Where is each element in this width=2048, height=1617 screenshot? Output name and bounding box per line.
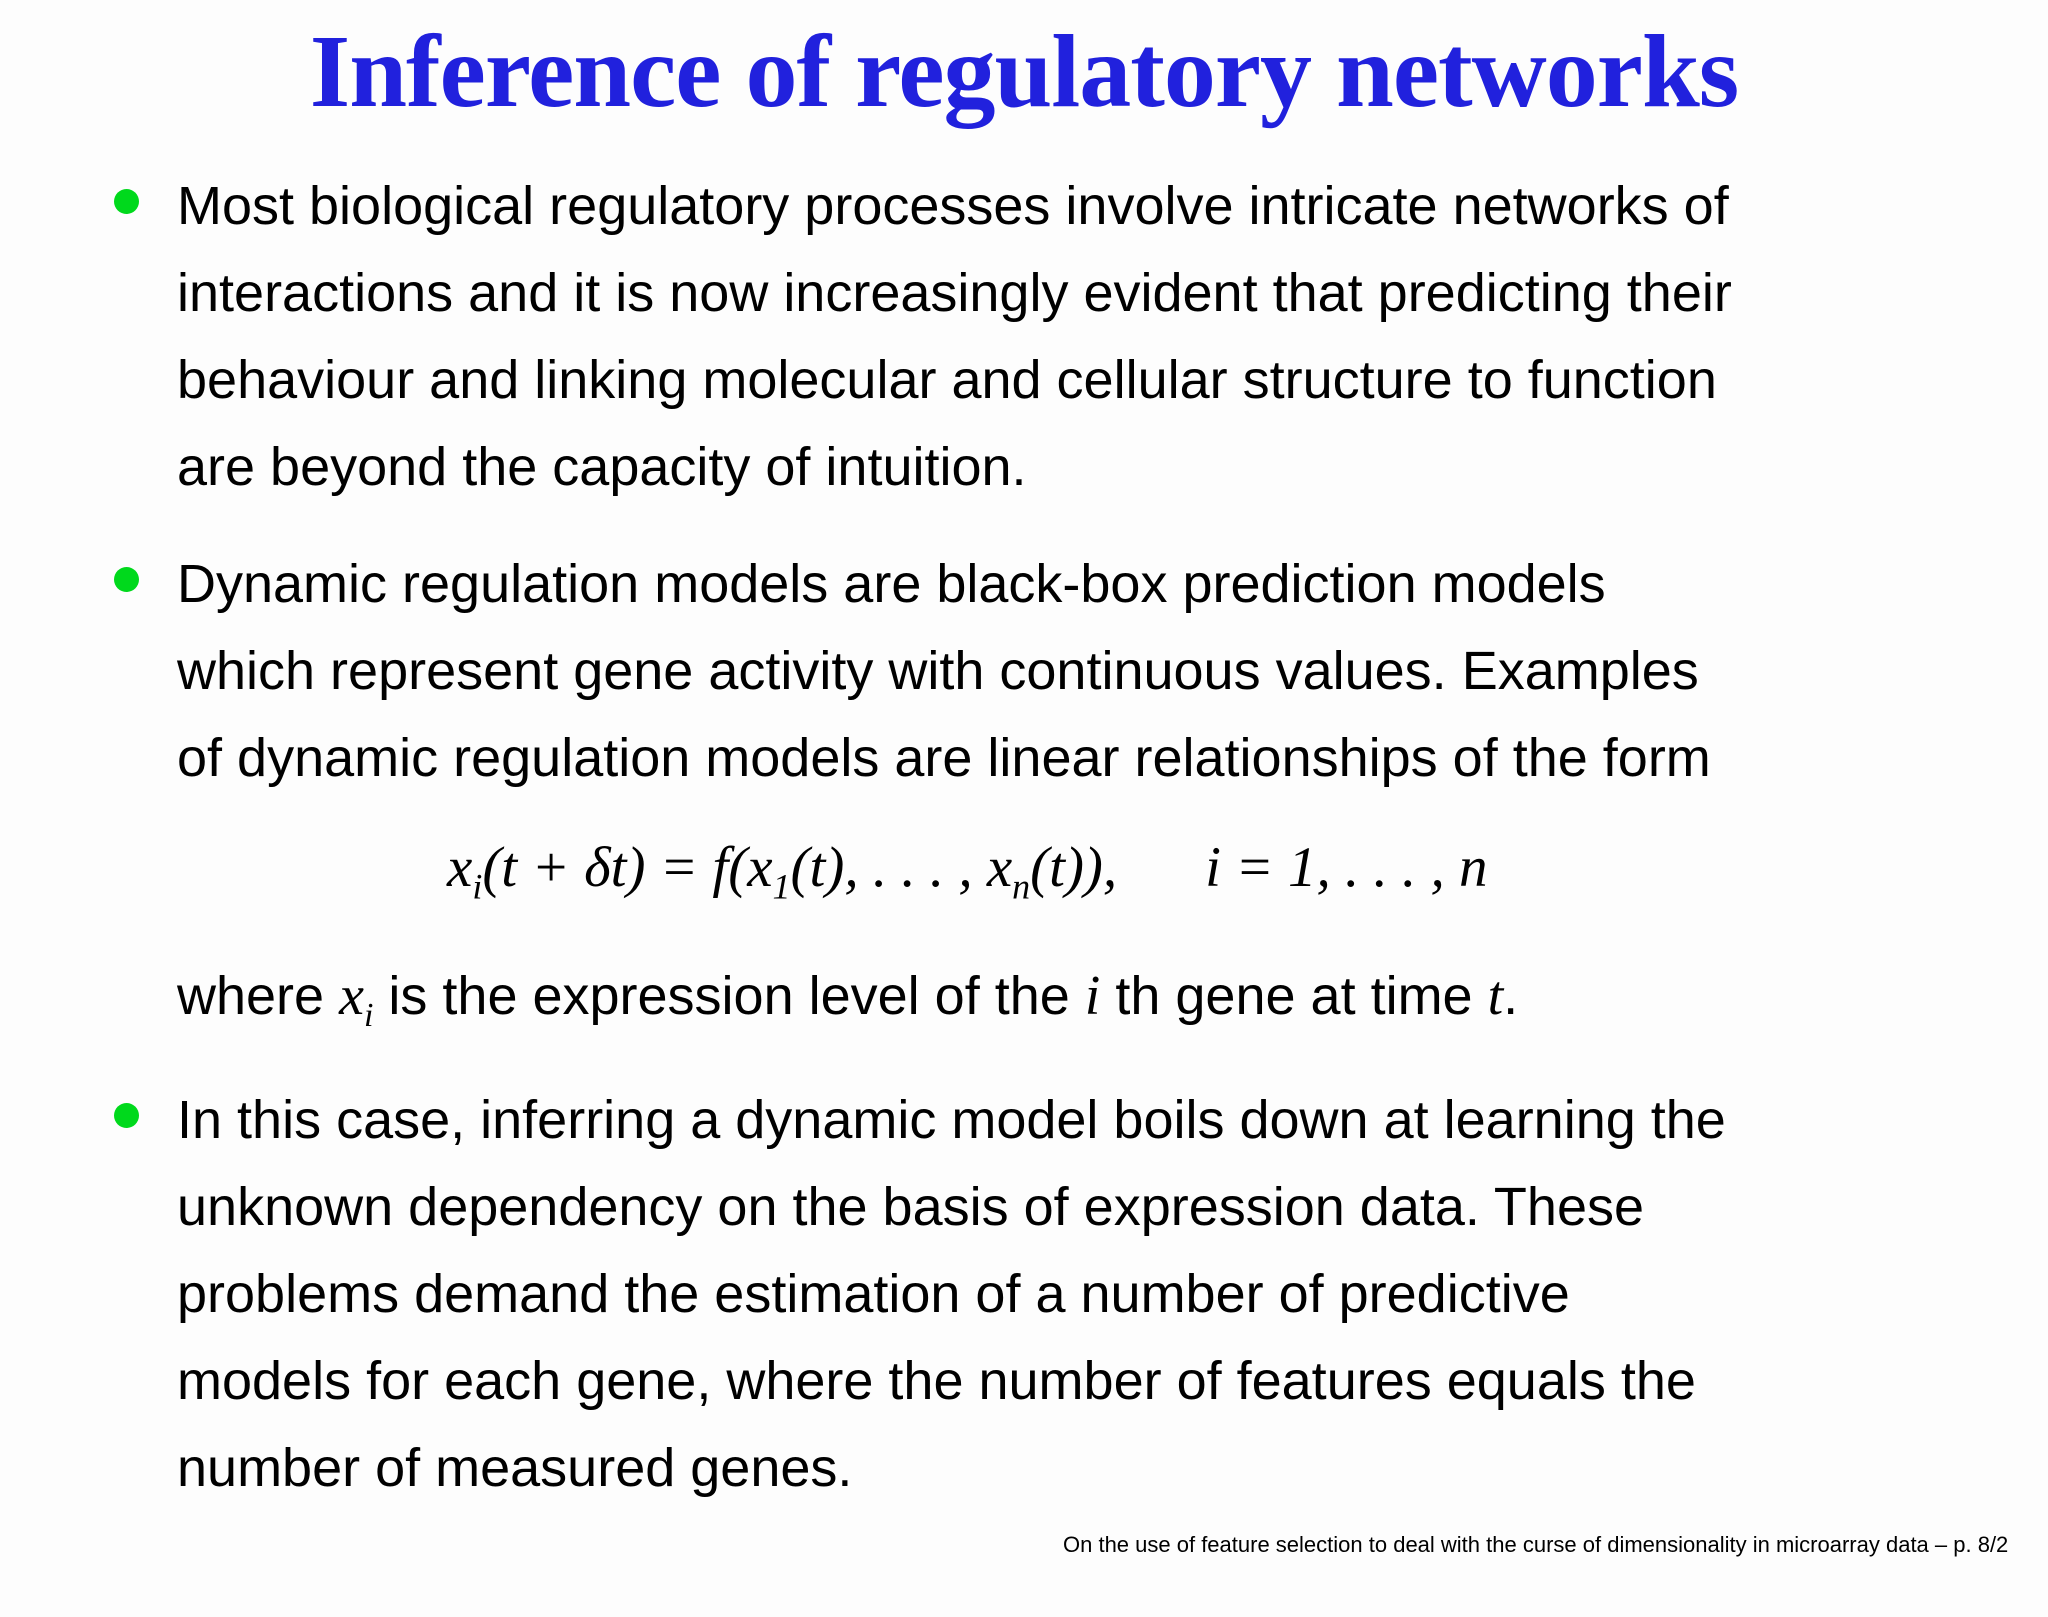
bullet-1-line-4: are beyond the capacity of intuition. [177,437,1027,497]
equation-var: x [447,836,473,899]
slide-title: Inference of regulatory networks [309,14,1740,129]
where-text-mid-2: th gene at time [1100,966,1488,1026]
bullet-1-line-1: Most biological regulatory processes inv… [177,176,1729,236]
equation-middle-1: (t + δt) = f(x [482,836,773,899]
bullet-2-line-3: of dynamic regulation models are linear … [177,728,1711,788]
bullet-2-line-1: Dynamic regulation models are black-box … [177,554,1606,614]
where-text-pre: where [177,966,340,1026]
bullet-3-line-2: unknown dependency on the basis of expre… [177,1177,1645,1237]
bullet-3-line-5: number of measured genes. [177,1438,853,1498]
where-text-end: . [1503,966,1519,1026]
bullet-icon [114,189,139,214]
equation-middle-2: (t), . . . , x [790,836,1013,899]
bullet-1-line-2: interactions and it is now increasingly … [177,263,1732,323]
equation-subscript-i: i [472,866,483,907]
equation-subscript-n: n [1012,866,1031,907]
bullet-paragraph-1: Most biological regulatory processes inv… [177,163,1732,511]
equation-index-range: i = 1, . . . , n [1205,836,1488,899]
bullet-2-line-2: which represent gene activity with conti… [177,641,1699,701]
where-var-sub-i: i [363,996,374,1034]
footer-caption: On the use of feature selection to deal … [1063,1532,2009,1557]
bullet-3-line-1: In this case, inferring a dynamic model … [177,1090,1726,1150]
where-var-i: i [1084,965,1101,1027]
where-var-t: t [1487,965,1504,1027]
bullet-3-line-4: models for each gene, where the number o… [177,1351,1696,1411]
equation-middle-3: (t)), [1030,836,1118,899]
where-var-x: x [339,965,364,1027]
bullet-icon [114,1103,139,1128]
bullet-paragraph-2: Dynamic regulation models are black-box … [177,541,1711,802]
bullet-paragraph-3: In this case, inferring a dynamic model … [177,1077,1726,1512]
bullet-3-line-3: problems demand the estimation of a numb… [177,1264,1570,1324]
bullet-icon [114,567,139,592]
equation-subscript-1: 1 [772,866,791,907]
where-clause: where xi is the expression level of the … [177,953,1518,1040]
where-text-mid-1: is the expression level of the [373,966,1085,1026]
bullet-1-line-3: behaviour and linking molecular and cell… [177,350,1717,410]
math-equation: xi(t + δt) = f(x1(t), . . . , xn(t)), i =… [447,826,1487,910]
